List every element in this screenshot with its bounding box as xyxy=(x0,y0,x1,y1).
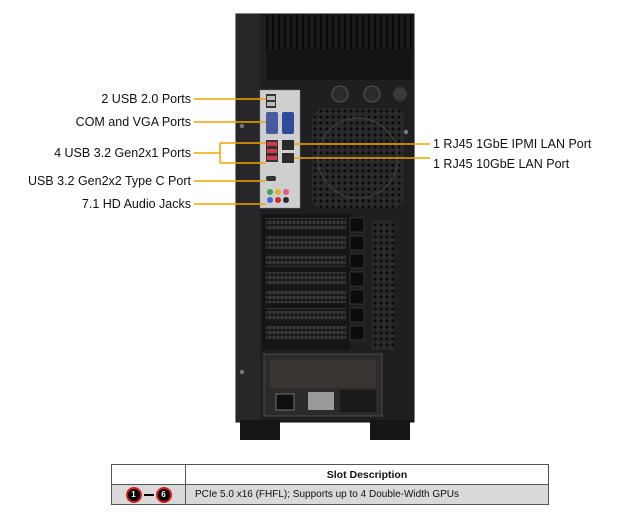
rj45-ipmi-port xyxy=(282,140,294,150)
range-dash xyxy=(143,493,154,496)
screw-icon xyxy=(393,87,407,101)
callout-rj45-ipmi: 1 RJ45 1GbE IPMI LAN Port xyxy=(433,137,592,151)
table-header-row: Slot Description xyxy=(111,464,549,485)
callout-usb2: 2 USB 2.0 Ports xyxy=(101,92,191,106)
com-port xyxy=(266,112,278,134)
slot-description: PCIe 5.0 x16 (FHFL); Supports up to 4 Do… xyxy=(185,484,549,505)
callout-usbc: USB 3.2 Gen2x2 Type C Port xyxy=(27,174,191,188)
table-header-blank xyxy=(111,464,186,485)
psu-handle xyxy=(308,392,334,410)
audio-jack xyxy=(267,189,273,195)
callout-com-vga: COM and VGA Ports xyxy=(75,115,191,129)
audio-jack xyxy=(283,197,289,203)
table-header-slot-description: Slot Description xyxy=(185,464,549,485)
power-inlet xyxy=(275,393,295,411)
callout-usb32-gen2x1: 4 USB 3.2 Gen2x1 Ports xyxy=(54,146,191,160)
pcie-slot-covers xyxy=(266,218,346,339)
vga-port xyxy=(282,112,294,134)
callout-rj45-10gbe: 1 RJ45 10GbE LAN Port xyxy=(433,157,570,171)
side-vent xyxy=(372,220,394,350)
audio-jack xyxy=(275,189,281,195)
chassis-foot xyxy=(240,420,280,440)
audio-jack xyxy=(267,197,273,203)
rj45-10gbe-port xyxy=(282,153,294,163)
usb2-ports xyxy=(266,94,276,108)
slot-badge-end: 6 xyxy=(155,486,172,503)
slot-badge-start: 1 xyxy=(125,486,142,503)
screw-icon xyxy=(363,85,381,103)
callout-lines xyxy=(194,98,430,205)
screw-icon xyxy=(331,85,349,103)
top-handle xyxy=(266,14,412,50)
usbc-port xyxy=(266,176,276,181)
chassis-foot xyxy=(370,420,410,440)
audio-jack xyxy=(283,189,289,195)
callout-audio: 7.1 HD Audio Jacks xyxy=(81,197,191,211)
audio-jack xyxy=(275,197,281,203)
